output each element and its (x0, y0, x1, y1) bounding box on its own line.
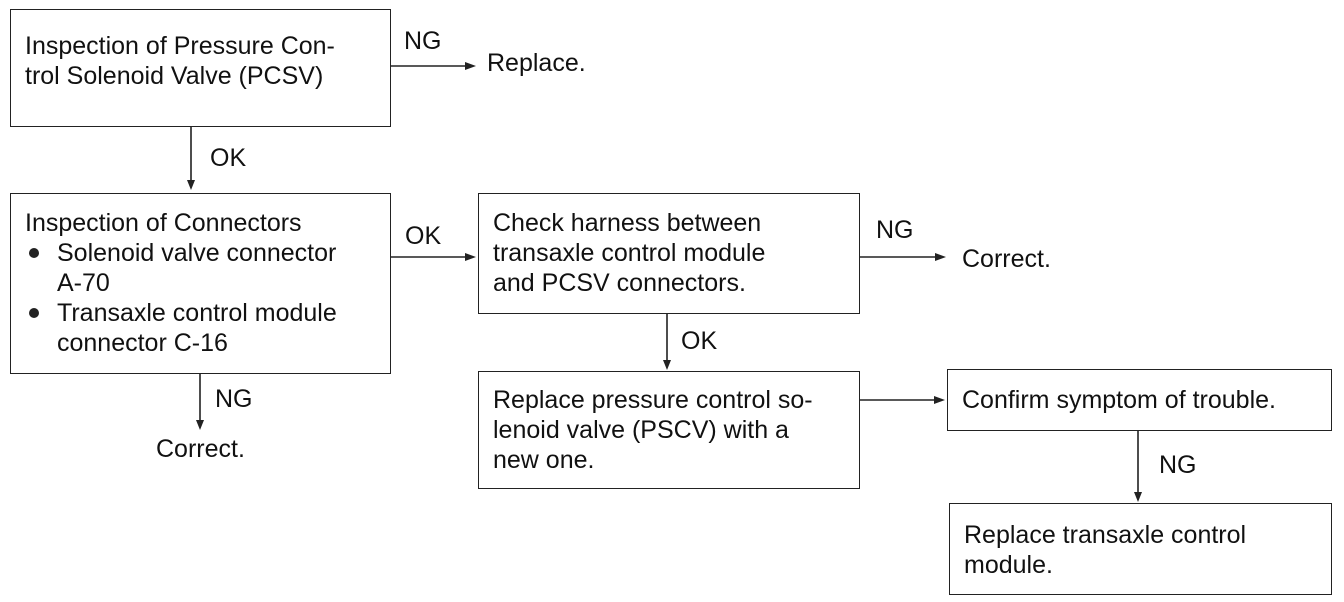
box-title: Inspection of Connectors (25, 209, 302, 237)
label-correct: Correct. (962, 245, 1051, 273)
label-ng: NG (1159, 451, 1197, 479)
pcsv-inspection-box: Inspection of Pressure Con- trol Solenoi… (10, 9, 391, 127)
label-ok: OK (210, 144, 247, 172)
label-replace: Replace. (487, 49, 586, 77)
replace-tcm-box: Replace transaxle control module. (949, 503, 1332, 595)
bullet-item: Transaxle control module connector C-16 (25, 298, 376, 358)
connectors-inspection-box: Inspection of Connectors Solenoid valve … (10, 193, 391, 374)
confirm-symptom-box: Confirm symptom of trouble. (947, 369, 1332, 431)
bullet-line: A-70 (57, 269, 110, 297)
box-line: Inspection of Pressure Con- (25, 32, 335, 60)
bullet-icon (29, 308, 39, 318)
box-line: lenoid valve (PSCV) with a (493, 416, 789, 444)
label-ok: OK (405, 222, 442, 250)
bullet-icon (29, 248, 39, 258)
box-line: trol Solenoid Valve (PCSV) (25, 62, 324, 90)
box-line: Check harness between (493, 209, 762, 237)
label-ok: OK (681, 327, 718, 355)
bullet-item: Solenoid valve connector A-70 (25, 238, 376, 298)
label-correct: Correct. (156, 435, 245, 463)
box-line: transaxle control module (493, 239, 766, 267)
label-ng: NG (404, 27, 442, 55)
box-line: and PCSV connectors. (493, 269, 746, 297)
box-line: module. (964, 551, 1053, 579)
bullet-line: connector C-16 (57, 329, 228, 357)
label-ng: NG (215, 385, 253, 413)
bullet-line: Solenoid valve connector (57, 239, 337, 267)
box-line: Confirm symptom of trouble. (962, 386, 1276, 414)
box-line: Replace pressure control so- (493, 386, 813, 414)
box-line: Replace transaxle control (964, 521, 1247, 549)
box-line: new one. (493, 446, 595, 474)
bullet-line: Transaxle control module (57, 299, 337, 327)
check-harness-box: Check harness between transaxle control … (478, 193, 860, 314)
replace-pcsv-box: Replace pressure control so- lenoid valv… (478, 371, 860, 489)
label-ng: NG (876, 216, 914, 244)
